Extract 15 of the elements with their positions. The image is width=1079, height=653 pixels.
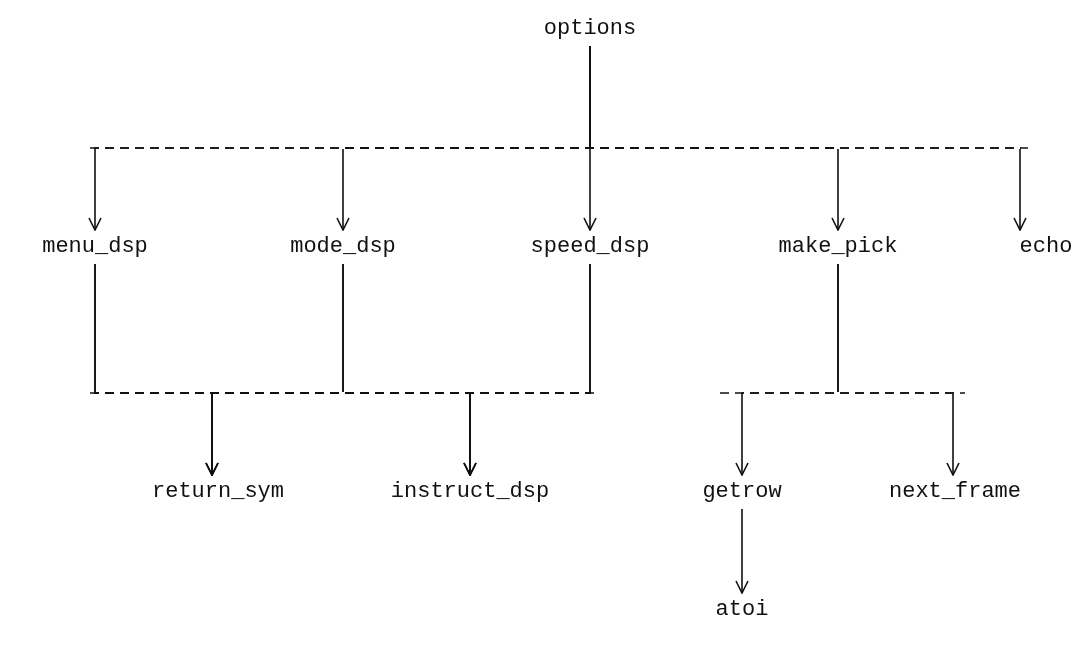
function-name: atoi xyxy=(715,597,769,623)
function-name: options xyxy=(543,16,637,42)
arrow xyxy=(463,263,591,476)
arrow xyxy=(589,45,1027,231)
function-name: getrow xyxy=(702,479,782,505)
arrow xyxy=(837,263,960,476)
function-name: mode_dsp xyxy=(290,234,396,260)
function-name: make_pick xyxy=(778,234,898,260)
function-name: speed_dsp xyxy=(530,234,650,260)
arrow xyxy=(735,508,749,594)
function-name: echo xyxy=(1019,234,1073,260)
function-name: return_sym xyxy=(152,479,284,505)
function-name: next_frame xyxy=(889,479,1021,505)
function-name: menu_dsp xyxy=(42,234,148,260)
function-name: instruct_dsp xyxy=(390,479,550,505)
